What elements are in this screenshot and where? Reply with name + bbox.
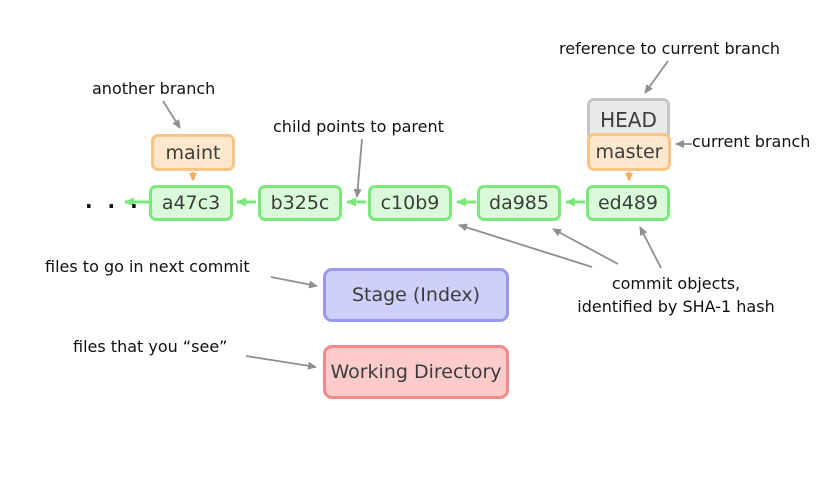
arrow-commit-objects-to-ed489: [639, 226, 662, 269]
maint-branch-node: maint: [151, 134, 235, 171]
files-next-commit-label: files to go in next commit: [45, 257, 250, 276]
commit-node-da985: da985: [477, 185, 561, 221]
child-points-to-parent-label: child points to parent: [273, 117, 444, 136]
master-branch-node: master: [587, 133, 671, 171]
arrow-commit-objects-to-da985: [552, 228, 619, 265]
arrow-child-points-to-parent: [353, 138, 363, 198]
commit-objects-line2: identified by SHA-1 hash: [577, 297, 775, 316]
arrow-files-next-to-stage: [270, 276, 318, 289]
commit-node-ed489: ed489: [586, 185, 670, 221]
commit-node-a47c3: a47c3: [149, 185, 233, 221]
arrow-commit-objects-to-c10b9: [458, 223, 593, 268]
working-directory-node: Working Directory: [323, 345, 509, 399]
current-branch-label: current branch: [692, 132, 811, 151]
stage-index-node: Stage (Index): [323, 268, 509, 322]
files-you-see-label: files that you “see”: [73, 337, 228, 356]
commit-objects-label: commit objects, identified by SHA-1 hash: [563, 272, 789, 318]
history-ellipsis: . . .: [85, 189, 142, 213]
commit-objects-line1: commit objects,: [611, 274, 741, 293]
commit-node-b325c: b325c: [258, 185, 342, 221]
arrow-another-branch-to-maint: [162, 100, 181, 129]
commit-node-c10b9: c10b9: [368, 185, 452, 221]
reference-to-current-branch-label: reference to current branch: [559, 39, 781, 58]
arrow-reference-to-head: [644, 60, 669, 94]
another-branch-label: another branch: [92, 79, 216, 98]
arrow-files-see-to-working: [245, 355, 317, 370]
